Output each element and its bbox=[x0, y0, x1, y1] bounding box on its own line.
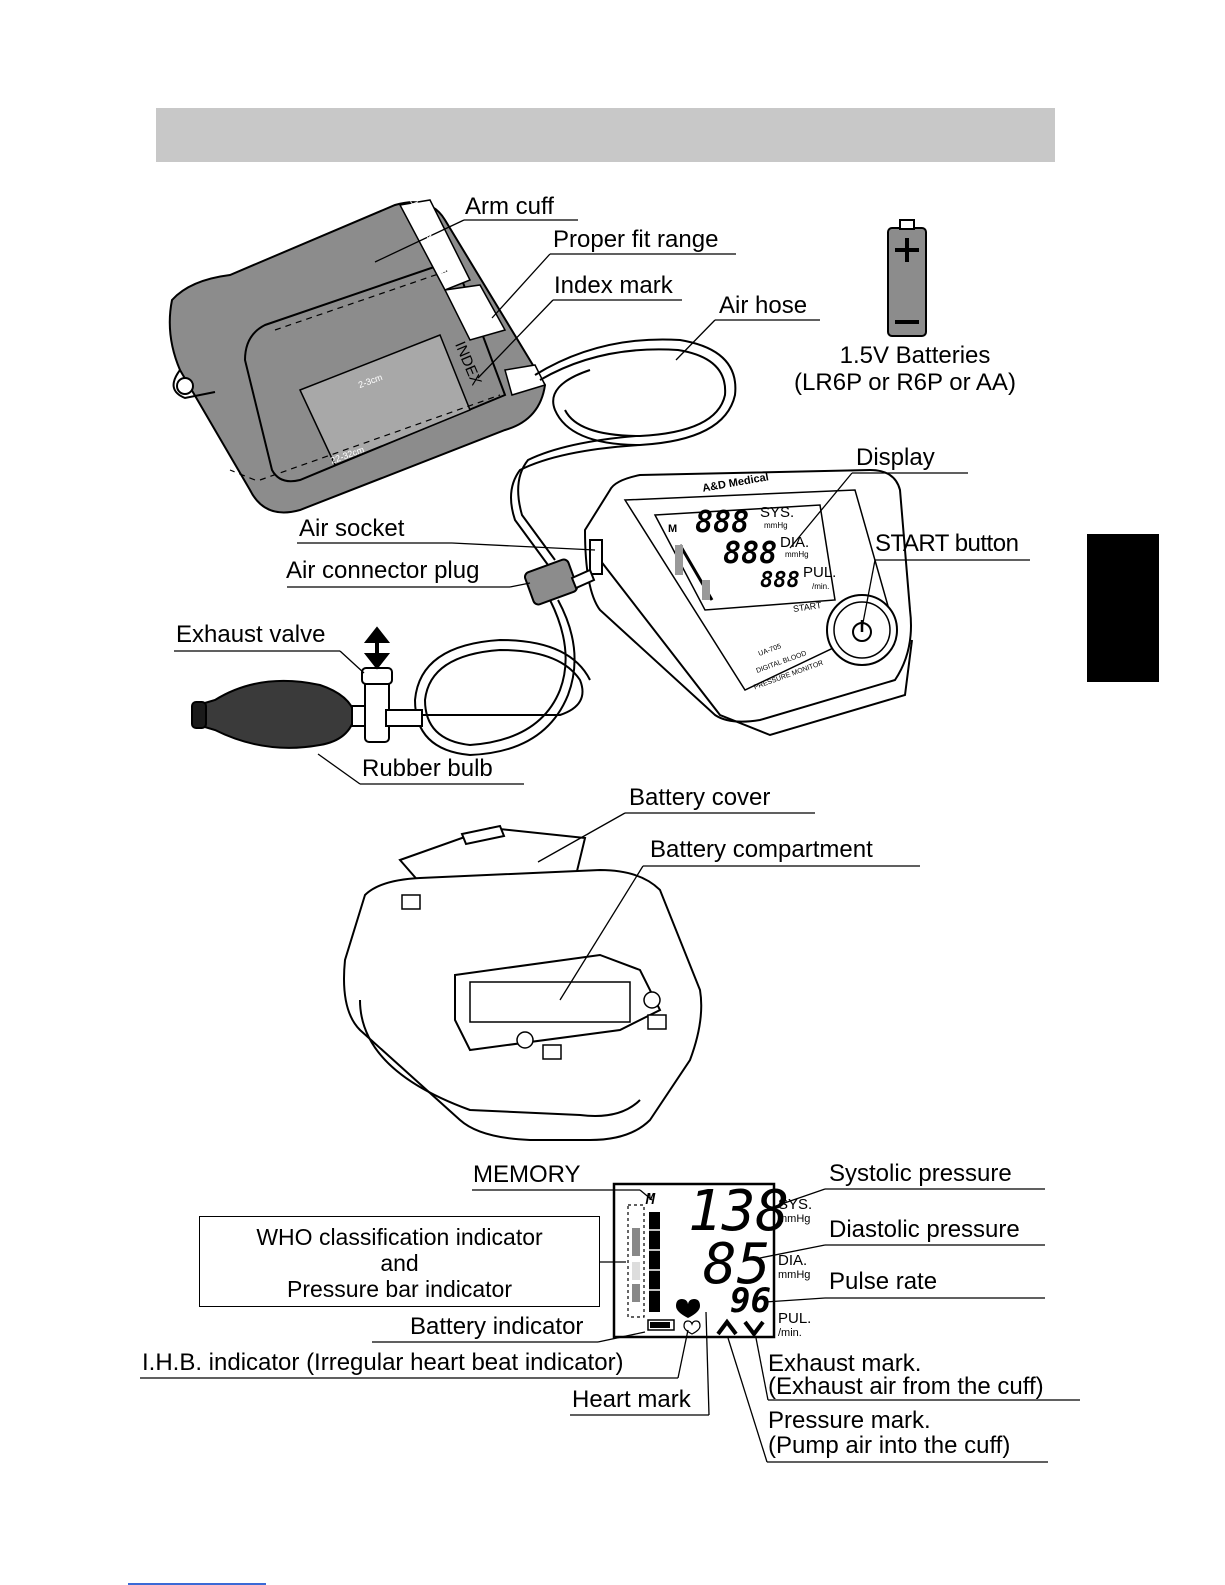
label-exhaust-valve: Exhaust valve bbox=[176, 621, 326, 648]
label-rubber-bulb: Rubber bulb bbox=[362, 755, 493, 782]
device-lcd-mmhg-1: mmHg bbox=[764, 521, 788, 530]
device-lcd-sys-digits: 888 bbox=[695, 505, 750, 540]
label-pressure-mark-line1: Pressure mark. bbox=[768, 1407, 931, 1434]
label-arm-cuff: Arm cuff bbox=[465, 193, 554, 220]
lcd-systolic-value: 138 bbox=[688, 1179, 790, 1244]
lcd-mmhg-1: mmHg bbox=[778, 1213, 811, 1225]
footer-link-underline bbox=[128, 1583, 266, 1585]
air-hose-illustration bbox=[372, 338, 737, 757]
label-index-mark: Index mark bbox=[554, 272, 673, 299]
battery-compartment-illustration bbox=[343, 824, 703, 1141]
label-pressure-mark-line2: (Pump air into the cuff) bbox=[768, 1432, 1011, 1459]
lcd-memory-symbol: M bbox=[646, 1190, 656, 1208]
device-lcd-mmhg-2: mmHg bbox=[785, 550, 809, 559]
label-heart-mark: Heart mark bbox=[572, 1386, 691, 1413]
arm-cuff-illustration bbox=[168, 199, 547, 514]
label-start-button: START button bbox=[875, 530, 1019, 557]
lcd-diastolic-value: 85 bbox=[703, 1232, 771, 1297]
device-lcd-min: /min. bbox=[812, 582, 830, 591]
lcd-pul-label: PUL. bbox=[778, 1310, 812, 1327]
leader-lines bbox=[140, 219, 1080, 1463]
label-diastolic-pressure: Diastolic pressure bbox=[829, 1216, 1020, 1243]
label-battery-indicator: Battery indicator bbox=[410, 1313, 584, 1340]
chapter-side-tab bbox=[1087, 534, 1159, 682]
label-memory: MEMORY bbox=[473, 1161, 581, 1188]
device-lcd-pul: PUL. bbox=[803, 564, 837, 581]
device-lcd-dia: DIA. bbox=[780, 534, 810, 551]
label-proper-fit-range: Proper fit range bbox=[553, 226, 719, 253]
who-line-1: WHO classification indicator bbox=[256, 1224, 543, 1250]
battery-illustration bbox=[887, 219, 927, 337]
device-lcd-pul-digits: 888 bbox=[760, 568, 800, 593]
label-batteries-line2: (LR6P or R6P or AA) bbox=[794, 369, 1016, 396]
air-connector-plug-illustration bbox=[523, 558, 596, 606]
lcd-mmhg-2: mmHg bbox=[778, 1269, 811, 1281]
lcd-per-min: /min. bbox=[778, 1327, 802, 1339]
lcd-dia-label: DIA. bbox=[778, 1252, 808, 1269]
section-header-bar bbox=[156, 108, 1055, 162]
label-pulse-rate: Pulse rate bbox=[829, 1268, 938, 1295]
lcd-sys-label: SYS. bbox=[778, 1196, 813, 1213]
label-exhaust-mark-line2: (Exhaust air from the cuff) bbox=[768, 1373, 1044, 1400]
monitor-unit-illustration bbox=[583, 468, 913, 737]
label-air-socket: Air socket bbox=[299, 515, 405, 542]
label-air-connector-plug: Air connector plug bbox=[286, 557, 480, 584]
device-lcd-m: M bbox=[668, 523, 678, 535]
label-display: Display bbox=[856, 444, 935, 471]
label-ihb-indicator: I.H.B. indicator (Irregular heart beat i… bbox=[142, 1349, 624, 1376]
who-classification-box: WHO classification indicator and Pressur… bbox=[199, 1216, 600, 1307]
label-battery-compartment: Battery compartment bbox=[650, 836, 873, 863]
label-batteries-line1: 1.5V Batteries bbox=[839, 342, 991, 369]
device-lcd-dia-digits: 888 bbox=[723, 536, 778, 571]
device-lcd-sys: SYS. bbox=[760, 504, 795, 521]
label-exhaust-mark-line1: Exhaust mark. bbox=[768, 1350, 922, 1377]
lcd-pulse-value: 96 bbox=[730, 1281, 771, 1321]
who-line-3: Pressure bar indicator bbox=[287, 1276, 512, 1302]
rubber-bulb-illustration bbox=[191, 626, 423, 749]
lcd-display-illustration bbox=[612, 1182, 776, 1339]
who-line-2: and bbox=[380, 1250, 419, 1276]
label-systolic-pressure: Systolic pressure bbox=[829, 1160, 1012, 1187]
label-battery-cover: Battery cover bbox=[629, 784, 771, 811]
label-air-hose: Air hose bbox=[719, 292, 808, 319]
